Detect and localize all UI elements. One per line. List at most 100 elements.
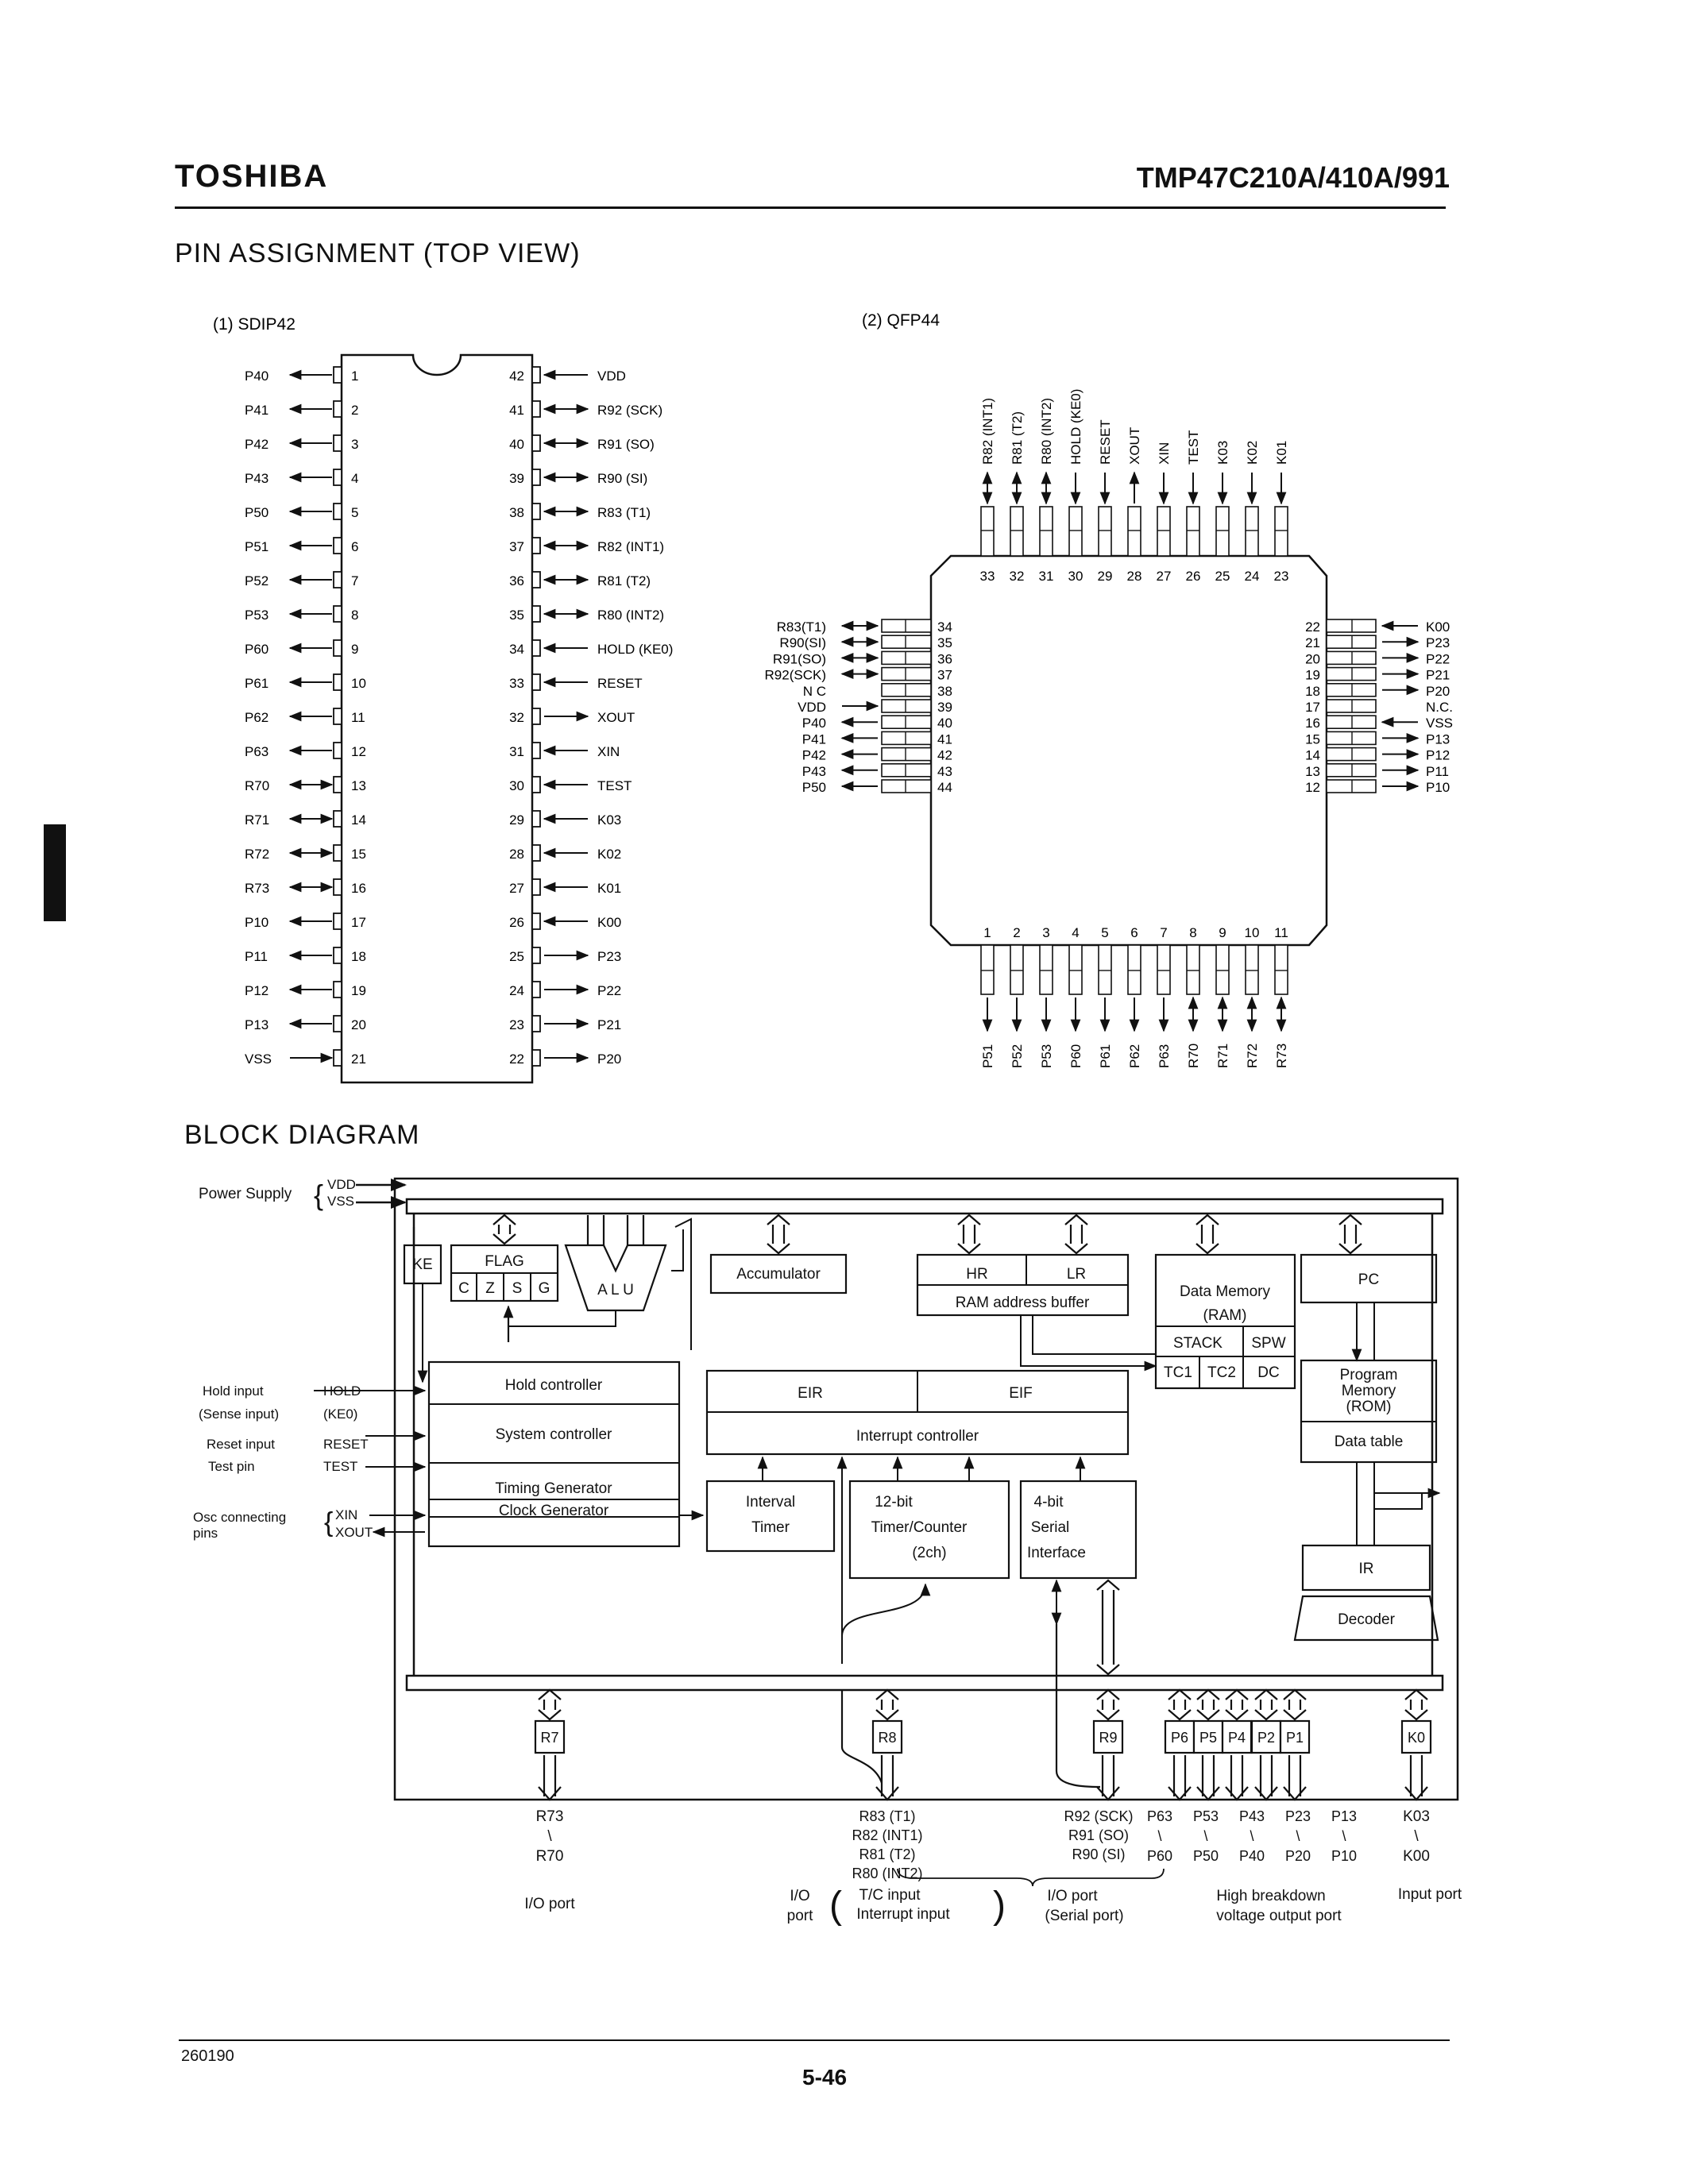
- sdip-pin-number: 38: [509, 505, 524, 520]
- qfp-pin-number: 3: [1042, 925, 1049, 940]
- qfp-pin-number: 42: [937, 748, 952, 763]
- lr-label: LR: [1067, 1266, 1086, 1283]
- osc-pins-label-2: pins: [193, 1526, 218, 1541]
- sdip-pin-name: R71: [245, 812, 269, 828]
- tc-name-label: Timer/Counter: [871, 1519, 968, 1536]
- qfp-pin-34: [881, 619, 932, 633]
- qfp-pin-20: [1326, 650, 1377, 666]
- sdip-pin-28: [531, 844, 541, 862]
- qfp-pin-number: 33: [980, 569, 995, 584]
- qfp-pin-number: 9: [1219, 925, 1226, 940]
- qfp-pin-7: [1157, 944, 1171, 995]
- sdip-pin-number: 21: [351, 1051, 366, 1067]
- qfp-pin-number: 16: [1305, 716, 1320, 731]
- sdip-pin-name: R90 (SI): [597, 471, 647, 486]
- sdip-pin-name: R83 (T1): [597, 505, 651, 520]
- bus-double-arrow: [1338, 1214, 1362, 1255]
- qfp-pin-27: [1157, 506, 1171, 557]
- r9-sio-line: [1055, 1624, 1101, 1788]
- data-memory-label: Data Memory: [1180, 1283, 1271, 1300]
- qfp-pin-name: P10: [1426, 780, 1450, 795]
- sdip-pin-number: 27: [509, 881, 524, 896]
- qfp-pin-number: 26: [1186, 569, 1201, 584]
- sdip-pin-name: R80 (INT2): [597, 608, 664, 623]
- osc-pins-label: Osc connecting: [193, 1510, 286, 1525]
- block-diagram-heading: BLOCK DIAGRAM: [184, 1120, 420, 1150]
- sdip-pin-31: [531, 742, 541, 759]
- qfp-pin-10: [1245, 944, 1259, 995]
- qfp-pin-23: [1274, 506, 1288, 557]
- port-pin-arrow: [875, 1755, 899, 1801]
- qfp-pin-38: [881, 682, 932, 697]
- sdip-package-outline: [340, 353, 534, 1084]
- qfp-pin-name: P61: [1098, 1044, 1113, 1068]
- qfp-pin-number: 19: [1305, 668, 1320, 683]
- page-number: 5-46: [802, 2065, 848, 2089]
- sdip-pin-3: [333, 434, 342, 452]
- program-counter: [1300, 1253, 1438, 1304]
- qfp-pin-name: K01: [1274, 441, 1289, 465]
- serial-interface: [1019, 1480, 1138, 1580]
- qfp-pin-number: 23: [1274, 569, 1289, 584]
- sdip-pin-41: [531, 400, 541, 418]
- sdip-pin-35: [531, 605, 541, 623]
- r9-pin-labels: R92 (SCK)R91 (SO)R90 (SI): [1064, 1808, 1133, 1862]
- p-bottom-label: P40: [1239, 1848, 1265, 1864]
- sdip-pin-10: [333, 673, 342, 691]
- qfp-pin-number: 17: [1305, 700, 1320, 715]
- sdip-pin-number: 1: [351, 369, 358, 384]
- r8-caption-tc: T/C input: [859, 1887, 921, 1904]
- qfp-pin-number: 2: [1013, 925, 1020, 940]
- sdip-pin-number: 24: [509, 983, 524, 998]
- sdip-pin-22: [531, 1049, 541, 1067]
- ir-label: IR: [1359, 1561, 1374, 1577]
- port-label: P2: [1257, 1730, 1275, 1746]
- alu-label: A L U: [597, 1282, 634, 1298]
- qfp-pin-name: N.C.: [1426, 700, 1453, 715]
- sdip-pin-name: P52: [245, 573, 268, 588]
- r8-paren-close: ): [993, 1885, 1006, 1927]
- section-tab-marker: [44, 824, 66, 921]
- sdip-pin-number: 32: [509, 710, 524, 725]
- sdip-pin-36: [531, 571, 541, 588]
- qfp-pin-37: [881, 666, 932, 681]
- sio-serial-label: Serial: [1031, 1519, 1070, 1536]
- sdip-pin-29: [531, 810, 541, 828]
- bus-double-arrow: [1254, 1688, 1278, 1721]
- qfp-pin-name: R82 (INT1): [980, 398, 995, 465]
- port-p4: [1221, 1719, 1253, 1754]
- sense-signal: (KE0): [323, 1406, 357, 1422]
- qfp-pin-number: 34: [937, 619, 952, 635]
- accumulator-register: [709, 1253, 848, 1295]
- bus-double-arrow: [1096, 1579, 1120, 1676]
- document-number: 260190: [181, 2047, 234, 2065]
- sdip-pin-number: 34: [509, 642, 524, 657]
- port-pin-arrow: [1404, 1755, 1428, 1801]
- ram-label: (RAM): [1203, 1307, 1247, 1324]
- program-memory-rom: [1300, 1359, 1438, 1464]
- r8-pin-labels: R83 (T1)R82 (INT1)R81 (T2)R80 (INT2): [852, 1808, 922, 1881]
- qfp-pin-30: [1068, 506, 1083, 557]
- bottom-data-bus: [405, 1674, 1444, 1692]
- sdip-pin-number: 19: [351, 983, 366, 998]
- port-pin-arrow: [1254, 1755, 1278, 1801]
- qfp-pin-number: 14: [1305, 748, 1320, 763]
- interval-timer-label: Timer: [751, 1519, 790, 1536]
- sdip-pin-number: 22: [509, 1051, 524, 1067]
- qfp-pin-name: R72: [1245, 1044, 1260, 1068]
- qfp-pin-number: 39: [937, 700, 952, 715]
- interrupt-controller-label: Interrupt controller: [856, 1428, 979, 1445]
- sdip-pin-name: RESET: [597, 676, 643, 691]
- qfp-pin-name: P43: [802, 764, 826, 779]
- sio-bits-label: 4-bit: [1034, 1494, 1064, 1511]
- sdip-pin-4: [333, 469, 342, 486]
- p-tilde: \: [1203, 1828, 1207, 1844]
- sdip-pin-25: [531, 947, 541, 964]
- qfp-pin-32: [1010, 506, 1024, 557]
- qfp-pin-22: [1326, 619, 1377, 633]
- qfp-pin-name: R71: [1215, 1044, 1230, 1068]
- r8-caption-port: port: [787, 1908, 813, 1924]
- sdip-pin-24: [531, 981, 541, 998]
- port-label: R7: [540, 1730, 558, 1746]
